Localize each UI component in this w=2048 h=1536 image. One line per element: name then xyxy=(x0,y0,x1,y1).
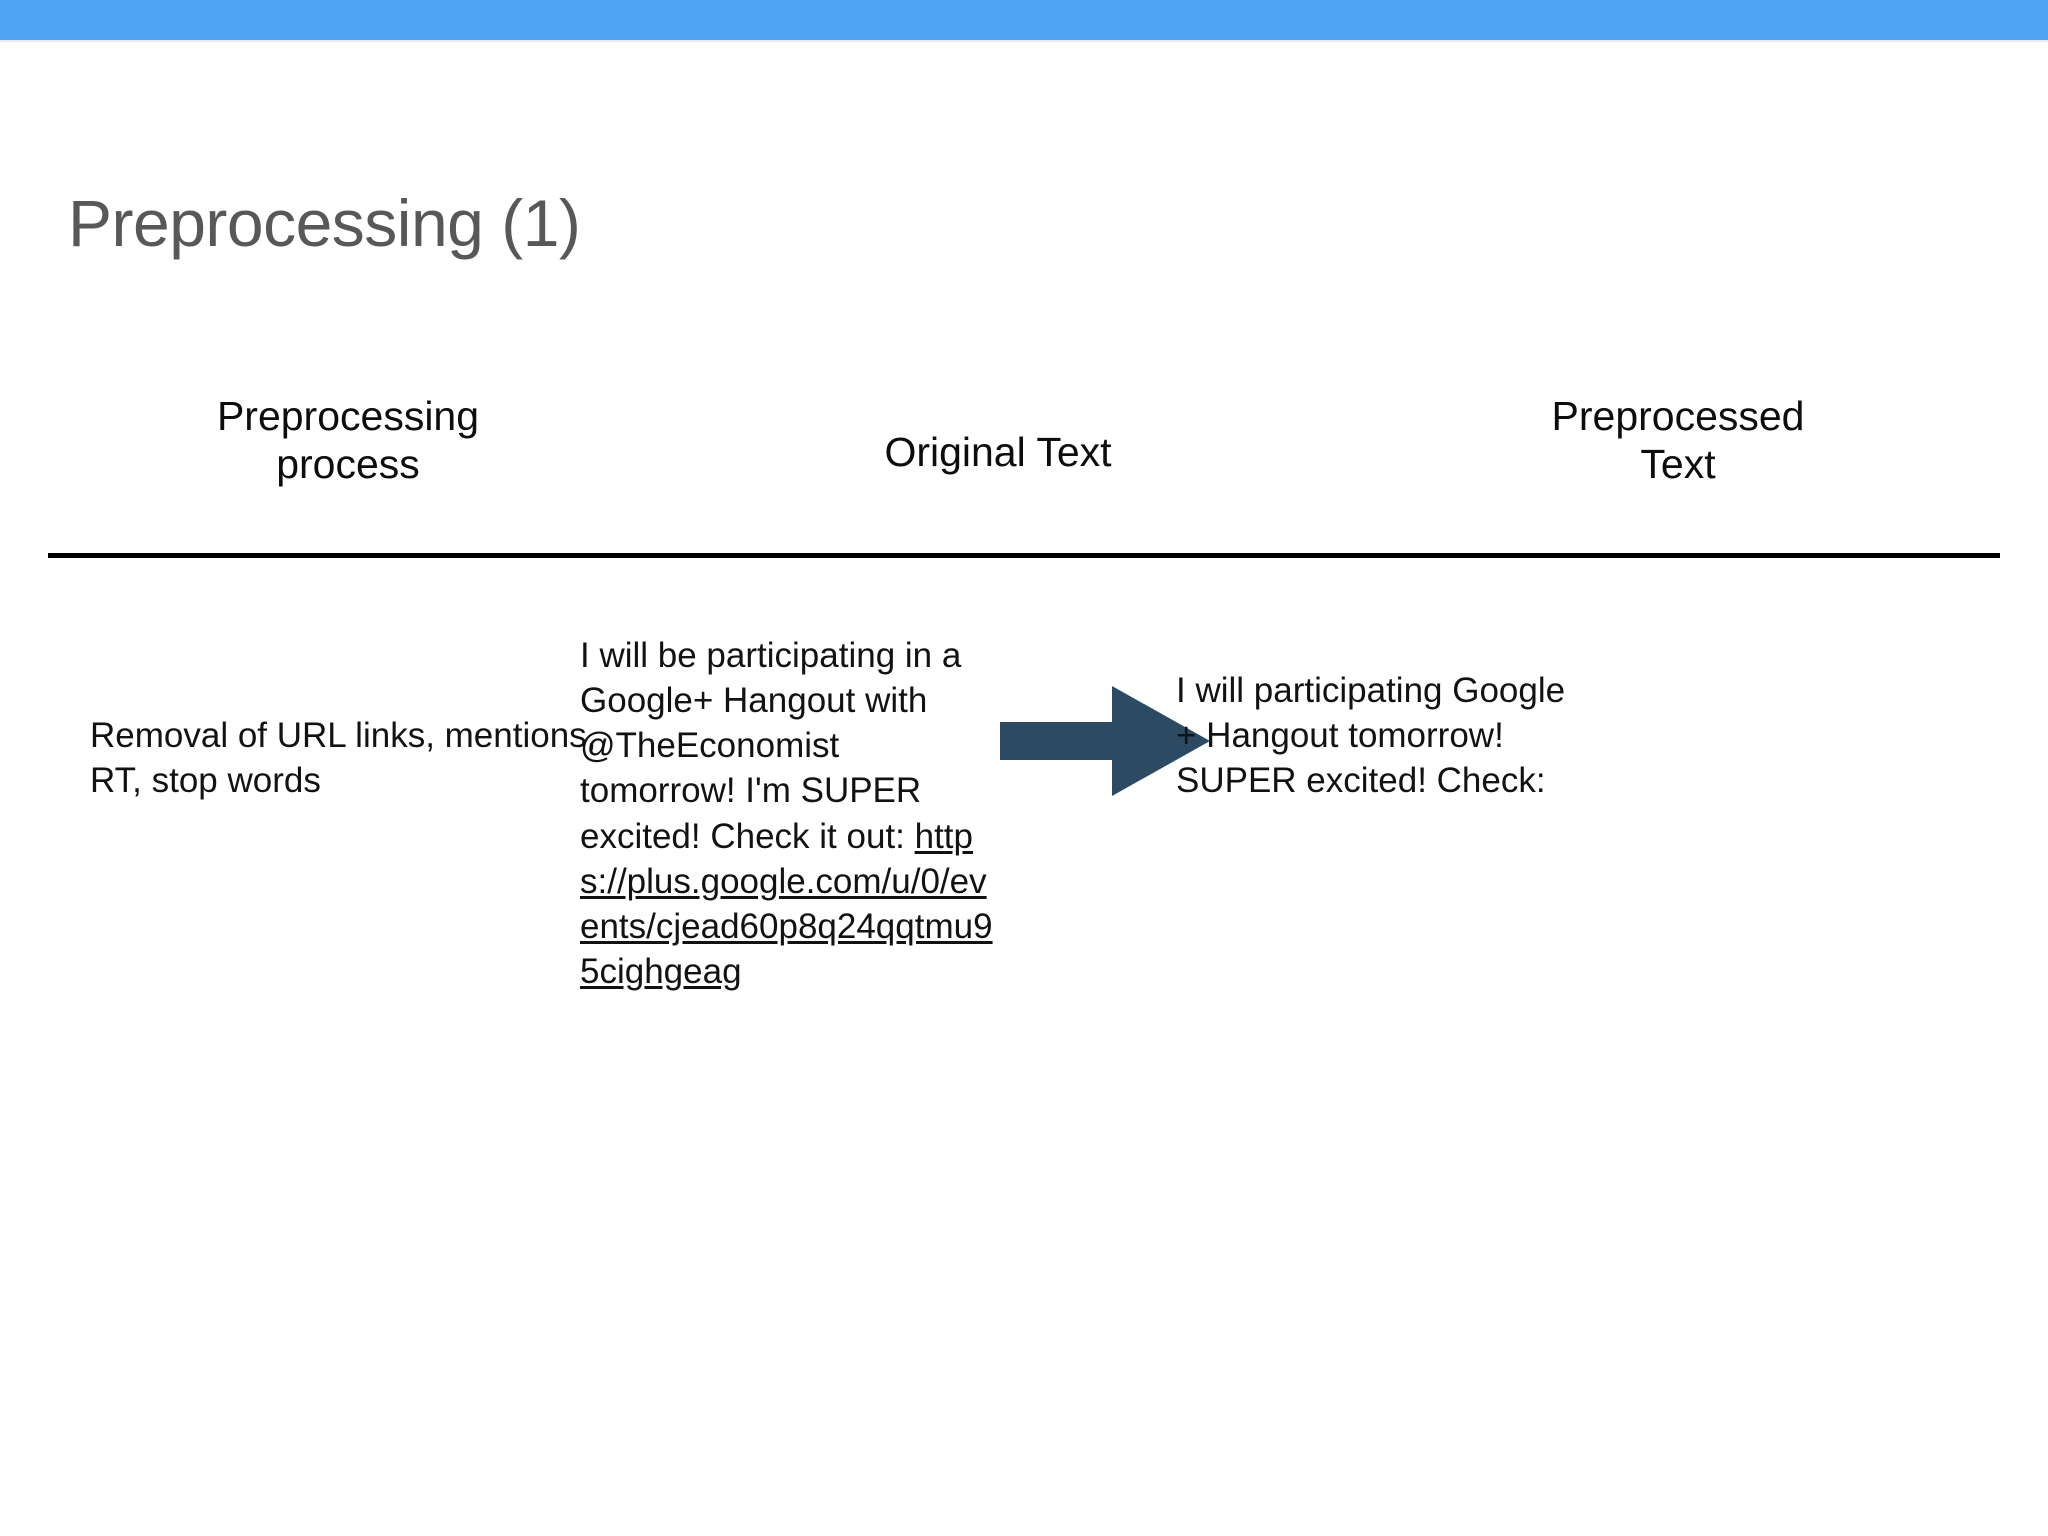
page-title: Preprocessing (1) xyxy=(68,186,581,260)
top-accent-bar xyxy=(0,0,2048,40)
cell-preprocessing-process: Removal of URL links, mentions, RT, stop… xyxy=(90,716,597,801)
original-text-body: I will be participating in a Google+ Han… xyxy=(580,636,962,856)
column-header-original-text: Original Text xyxy=(884,429,1112,475)
column-header-preprocessing-process-line2: process xyxy=(276,441,420,488)
column-header-preprocessing-process-line1: Preprocessing xyxy=(216,393,480,439)
original-text-url-link[interactable]: https://plus.google.com/u/0/events/cjead… xyxy=(580,816,993,991)
cell-preprocessed-text: I will participating Google + Hangout to… xyxy=(1176,671,1566,801)
table-header-row: Preprocessing process Original Text Prep… xyxy=(48,380,2000,558)
table-row: Removal of URL links, mentions, RT, stop… xyxy=(48,558,2000,1058)
table-header-divider xyxy=(48,553,2000,558)
cell-original-text: I will be participating in a Google+ Han… xyxy=(580,633,1000,994)
column-header-preprocessed-text-line2: Text xyxy=(1640,441,1716,488)
comparison-table: Preprocessing process Original Text Prep… xyxy=(48,380,2000,991)
top-accent-underline xyxy=(0,40,2048,42)
column-header-preprocessed-text: Preprocessed Text xyxy=(1378,392,1978,489)
column-header-preprocessing-process: Preprocessing process xyxy=(68,392,628,489)
right-arrow-icon xyxy=(1000,686,1210,796)
column-header-preprocessed-text-line1: Preprocessed xyxy=(1551,393,1805,439)
